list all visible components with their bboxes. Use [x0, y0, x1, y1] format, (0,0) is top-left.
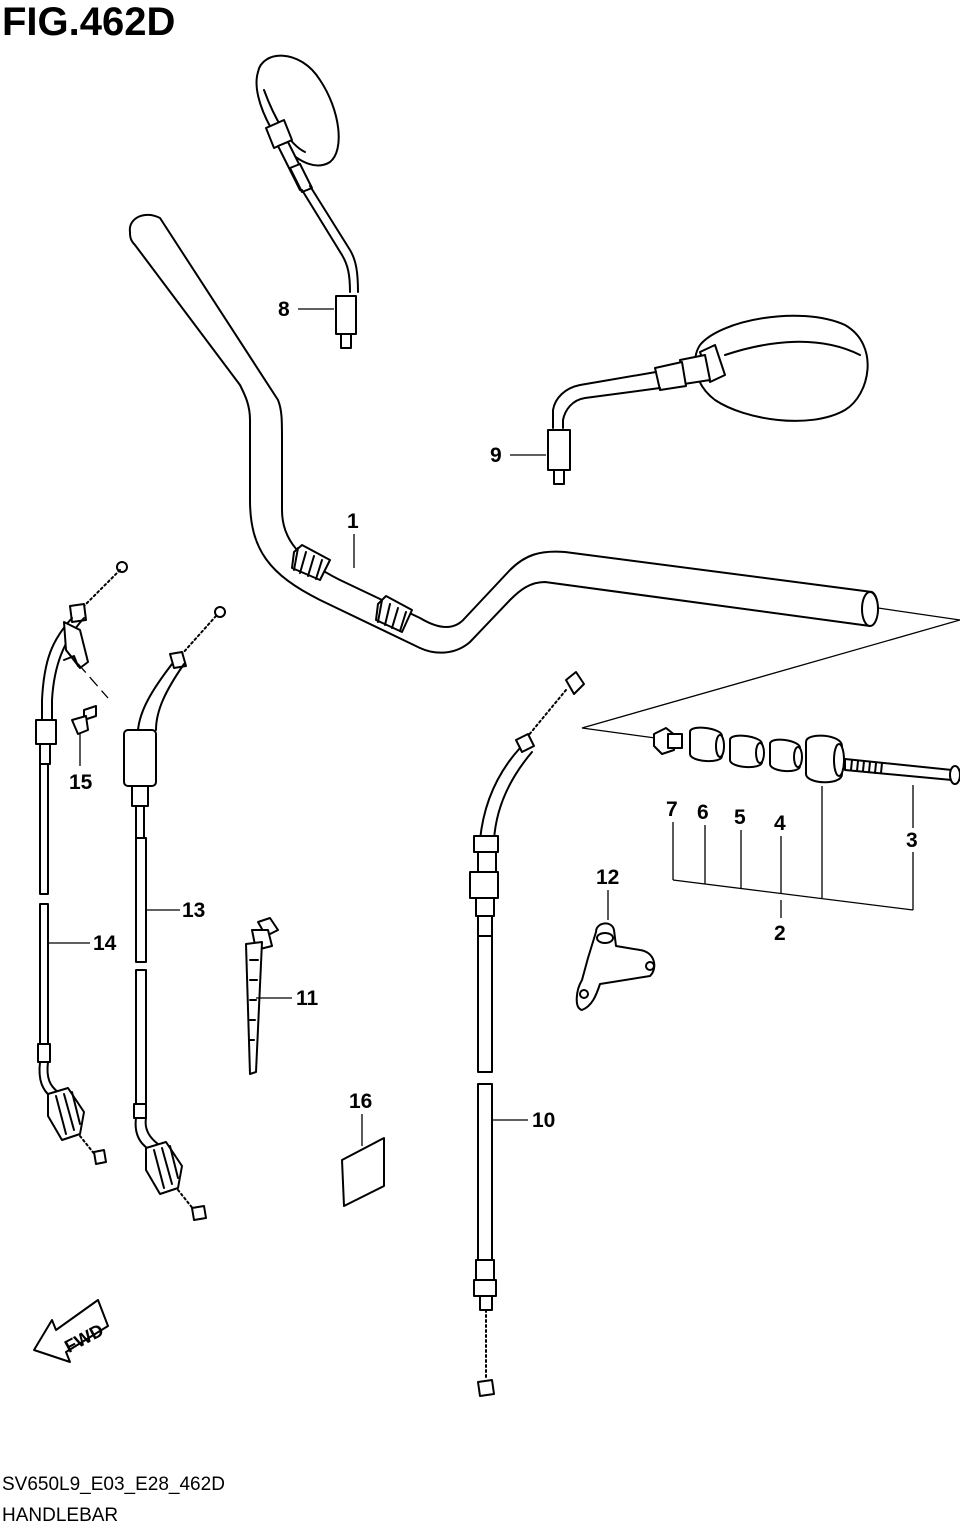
callout-5: 5	[734, 806, 746, 829]
cable-tie-11[interactable]	[245, 917, 279, 1075]
left-mirror[interactable]	[255, 54, 359, 349]
handlebar[interactable]	[128, 213, 879, 654]
callout-12: 12	[596, 866, 619, 889]
callout-3: 3	[906, 829, 918, 852]
clutch-cable-10[interactable]	[469, 671, 585, 1397]
fwd-arrow-icon: FWD	[33, 1299, 109, 1363]
bar-end-weight-assembly[interactable]	[653, 726, 960, 785]
throttle-cable-14[interactable]	[35, 561, 128, 1165]
callout-8: 8	[278, 298, 290, 321]
callout-4: 4	[774, 812, 786, 835]
callout-11: 11	[296, 987, 319, 1010]
right-mirror[interactable]	[547, 314, 869, 485]
label-16[interactable]	[341, 1137, 385, 1207]
callout-14: 14	[93, 932, 117, 955]
callout-7: 7	[666, 798, 678, 821]
callout-2: 2	[774, 922, 786, 945]
figure-title: FIG.462D	[2, 0, 176, 44]
callout-16: 16	[349, 1090, 372, 1113]
bracket-12[interactable]	[575, 922, 656, 1011]
callout-15: 15	[69, 771, 93, 794]
figure-name: HANDLEBAR	[2, 1505, 119, 1526]
callout-1: 1	[347, 510, 359, 533]
cable-clip-15[interactable]	[63, 621, 109, 735]
figure-code: SV650L9_E03_E28_462D	[2, 1474, 225, 1495]
callout-6: 6	[697, 801, 709, 824]
throttle-cable-13[interactable]	[123, 606, 226, 1221]
callout-9: 9	[490, 444, 502, 467]
callout-10: 10	[532, 1109, 555, 1132]
callout-13: 13	[182, 899, 205, 922]
